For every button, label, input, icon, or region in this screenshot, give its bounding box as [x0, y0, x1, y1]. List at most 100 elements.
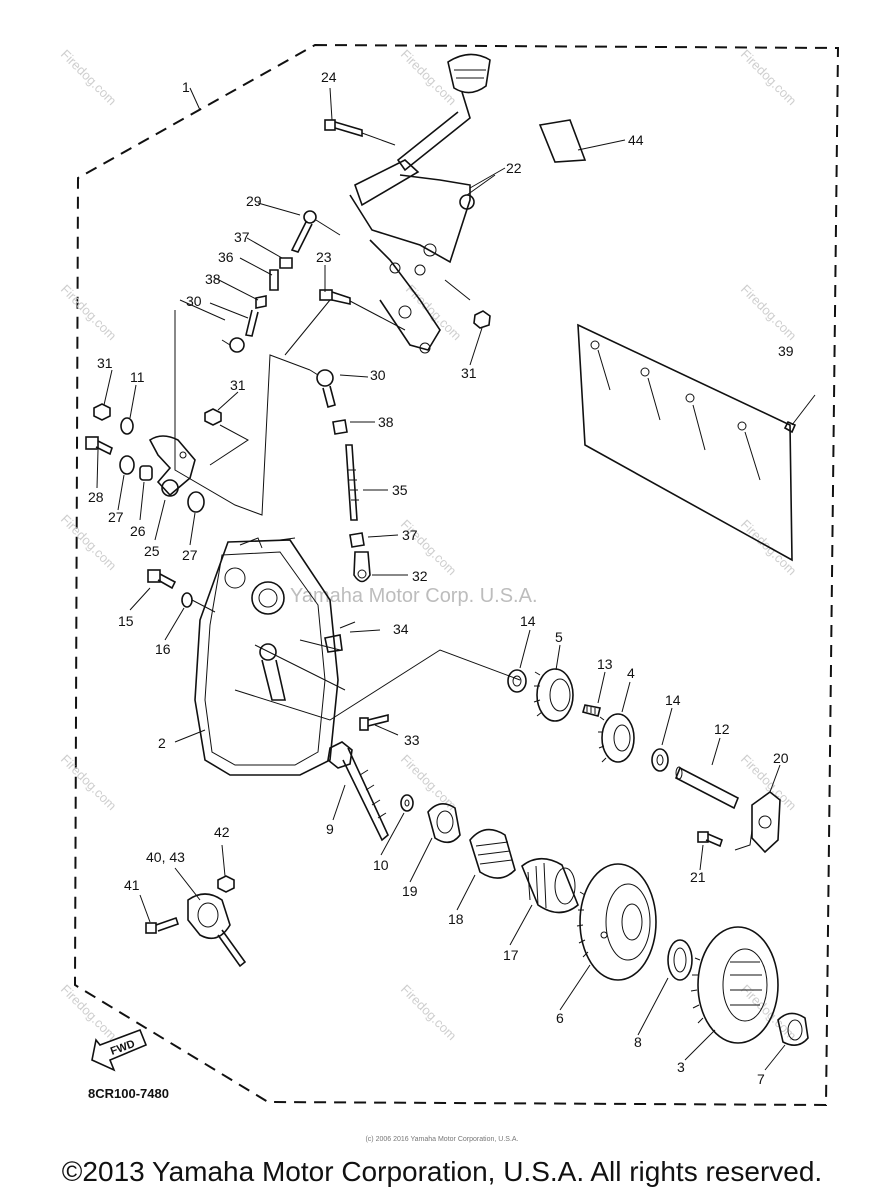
shift-rod-middle [309, 369, 371, 583]
bolt-24 [324, 119, 396, 146]
callout-14a: 14 [520, 613, 536, 629]
bolt-41 [145, 916, 180, 934]
bolt-13 [582, 704, 601, 717]
callouts: 1 24 44 22 29 37 36 23 38 30 31 39 31 11… [88, 69, 794, 1087]
switch-40-43 [187, 893, 247, 968]
callout-28: 28 [88, 489, 104, 505]
model-code: 8CR100-7480 [88, 1086, 169, 1101]
callout-41: 41 [124, 877, 140, 893]
callout-31c: 31 [230, 377, 246, 393]
collar-7 [777, 1012, 809, 1046]
bracket-25 [148, 435, 196, 497]
watermark: Firedog.com [398, 982, 460, 1044]
nut-31-top [444, 279, 491, 329]
watermark: Firedog.com [58, 47, 120, 109]
callout-37a: 37 [234, 229, 250, 245]
callout-4: 4 [627, 665, 635, 681]
callout-31b: 31 [97, 355, 113, 371]
bolt-15 [147, 569, 177, 590]
bearing-18 [469, 828, 516, 879]
callout-39: 39 [778, 343, 794, 359]
watermark: Firedog.com [58, 752, 120, 814]
washer-11 [120, 417, 134, 435]
connector-lines [174, 299, 521, 721]
callout-6: 6 [556, 1010, 564, 1026]
callout-13: 13 [597, 656, 613, 672]
nut-42 [217, 875, 235, 893]
sprocket-4 [598, 713, 635, 763]
shift-rod-left [221, 210, 341, 353]
center-watermark: Yamaha Motor Corp. U.S.A. [290, 585, 538, 607]
callout-29: 29 [246, 193, 262, 209]
spacer-17 [521, 857, 579, 914]
callout-36: 36 [218, 249, 234, 265]
shaft-12 [674, 766, 740, 810]
callout-35: 35 [392, 482, 408, 498]
bolt-23 [319, 289, 406, 331]
callout-38b: 38 [378, 414, 394, 430]
callout-32: 32 [412, 568, 428, 584]
callout-23: 23 [316, 249, 332, 265]
callout-31a: 31 [461, 365, 477, 381]
fwd-arrow: FWD [91, 1028, 148, 1072]
bolt-21 [697, 831, 723, 848]
callout-34: 34 [393, 621, 409, 637]
oring-16 [181, 592, 216, 613]
callout-15: 15 [118, 613, 134, 629]
callout-12: 12 [714, 721, 730, 737]
callout-19: 19 [402, 883, 418, 899]
callout-42: 42 [214, 824, 230, 840]
shift-lever-assembly [349, 53, 496, 354]
sprocket-5 [533, 668, 574, 722]
washer-27b [187, 491, 205, 513]
callout-2: 2 [158, 735, 166, 751]
callout-38a: 38 [205, 271, 221, 287]
bolt-28 [85, 436, 113, 456]
label-44 [538, 119, 626, 163]
nut-31-left [93, 403, 111, 421]
sprocket-3 [690, 926, 779, 1044]
callout-11: 11 [130, 369, 145, 385]
washer-10 [400, 794, 414, 812]
washer-14b [651, 748, 669, 772]
collar-26 [139, 465, 153, 481]
callout-18: 18 [448, 911, 464, 927]
watermarks: Firedog.com Firedog.com Firedog.com Fire… [58, 47, 800, 1044]
callout-37b: 37 [402, 527, 418, 543]
nut-31-middle [204, 408, 249, 466]
callout-8: 8 [634, 1034, 642, 1050]
callout-3: 3 [677, 1059, 685, 1075]
callout-30a: 30 [186, 293, 202, 309]
cover-plate-39 [577, 323, 816, 562]
copyright-footer: ©2013 Yamaha Motor Corporation, U.S.A. A… [61, 1156, 823, 1187]
callout-33: 33 [404, 732, 420, 748]
watermark: Firedog.com [58, 282, 120, 344]
watermark: Firedog.com [398, 752, 460, 814]
watermark: Firedog.com [738, 47, 800, 109]
callout-10: 10 [373, 857, 389, 873]
collar-19 [427, 803, 461, 844]
callout-14b: 14 [665, 692, 681, 708]
leader-lines [96, 87, 786, 1071]
watermark: Firedog.com [738, 982, 800, 1044]
callout-17: 17 [503, 947, 519, 963]
callout-16: 16 [155, 641, 171, 657]
watermark: Firedog.com [738, 752, 800, 814]
watermark: Firedog.com [738, 282, 800, 344]
callout-26: 26 [130, 523, 146, 539]
watermark: Firedog.com [398, 47, 460, 109]
footer-small-print: (c) 2006 2016 Yamaha Motor Corporation, … [365, 1136, 519, 1143]
callout-30b: 30 [370, 367, 386, 383]
callout-5: 5 [555, 629, 563, 645]
washer-27a [119, 455, 135, 475]
callout-24: 24 [321, 69, 337, 85]
callout-7: 7 [757, 1071, 765, 1087]
plate-20 [734, 790, 781, 854]
assembly-boundary [73, 43, 840, 1107]
callout-27a: 27 [108, 509, 124, 525]
callout-27b: 27 [182, 547, 198, 563]
callout-21: 21 [690, 869, 706, 885]
callout-25: 25 [144, 543, 160, 559]
callout-9: 9 [326, 821, 334, 837]
